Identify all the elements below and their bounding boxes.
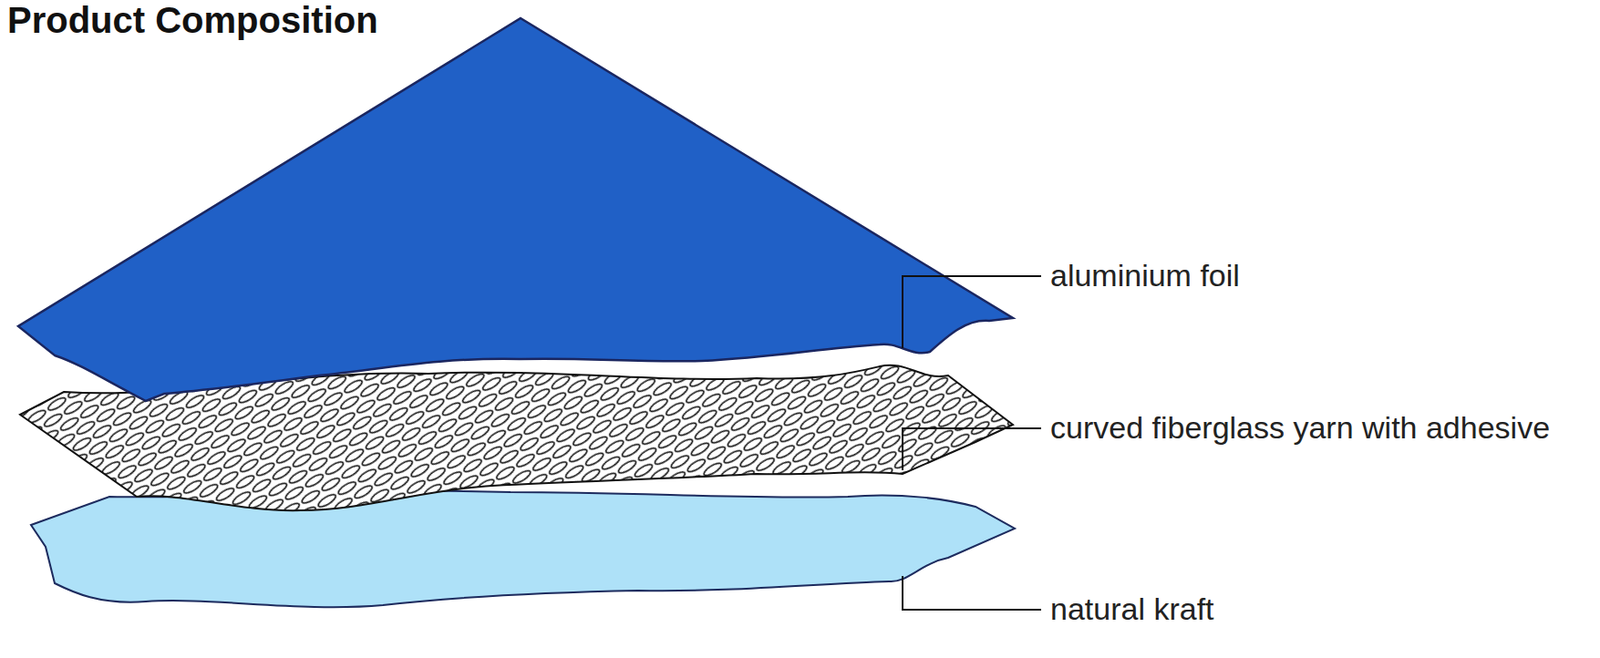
leader-line [902,576,1042,610]
kraft-layer [30,491,1015,608]
layer-label: natural kraft [1050,590,1573,629]
layer-label: aluminium foil [1050,257,1573,295]
leader-line [902,428,1042,471]
diagram-title: Product Composition [7,0,379,41]
layer-label: curved fiberglass yarn with adhesive [1050,409,1573,447]
leader-line [902,276,1042,349]
foil-layer [18,18,1013,402]
